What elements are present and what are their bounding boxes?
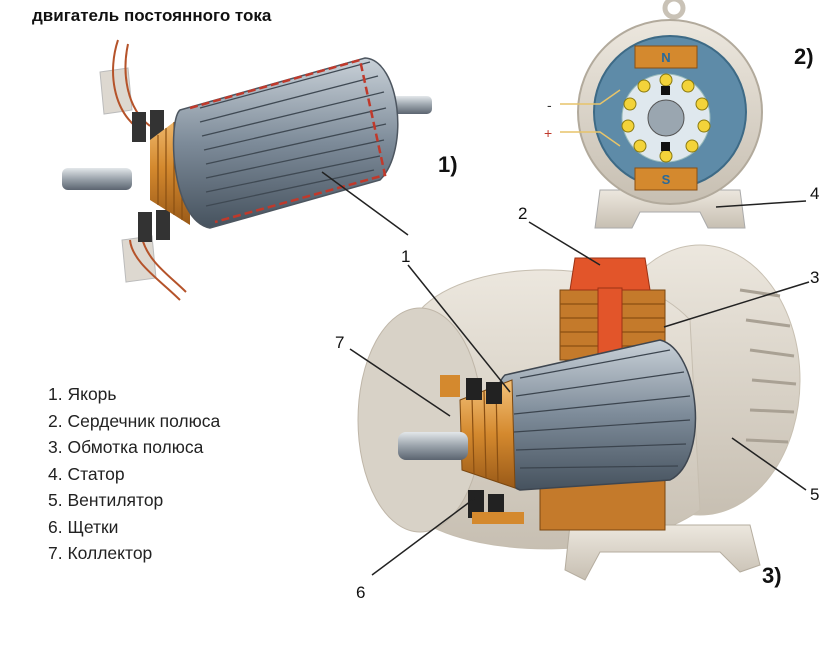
motor-shaft <box>398 432 468 460</box>
callout-7: 7 <box>335 333 345 352</box>
cross-section-figure: N S - + <box>544 0 763 229</box>
figure-label-2: 2) <box>794 44 814 69</box>
legend-item-commutator: 7. Коллектор <box>48 543 153 563</box>
motor-brushes-top <box>440 375 502 404</box>
lifting-eye <box>662 0 686 20</box>
legend-item-brushes: 6. Щетки <box>48 516 119 537</box>
terminal-plus: + <box>544 125 552 141</box>
leader-2 <box>528 221 601 266</box>
armature-slots <box>199 61 387 207</box>
brush-bottom <box>661 142 670 151</box>
leader-4 <box>715 200 807 208</box>
field-wiring <box>560 89 621 147</box>
legend-item-stator: 4. Статор <box>48 463 125 484</box>
fan-blades <box>739 288 797 444</box>
callout-5: 5 <box>810 485 820 504</box>
leader-1-armature-top <box>321 171 409 236</box>
rotor-shaft-section <box>647 99 685 137</box>
diagram-title: двигатель постоянного тока <box>32 6 272 25</box>
brush-top <box>661 86 670 95</box>
motor-armature-slots <box>513 349 691 469</box>
callout-3: 3 <box>810 268 820 287</box>
legend-item-armature: 1. Якорь <box>48 384 117 404</box>
callout-4: 4 <box>810 184 820 203</box>
armature-winding <box>189 58 387 224</box>
pole-north-coil <box>634 45 698 69</box>
callout-1: 1 <box>401 247 411 266</box>
terminal-minus: - <box>547 97 552 113</box>
leader-3 <box>663 281 810 328</box>
legend-item-pole-winding: 3. Обмотка полюса <box>48 437 204 457</box>
leader-1-armature-motor <box>407 264 511 393</box>
armature-shaft-left <box>62 168 132 190</box>
legend-item-pole-core: 2. Сердечник полюса <box>48 410 221 431</box>
armature-figure <box>62 39 432 301</box>
callout-2: 2 <box>518 204 528 223</box>
brush-holder-top <box>99 39 164 142</box>
callout-6: 6 <box>356 583 366 602</box>
brush-holder-bottom <box>121 210 187 301</box>
pole-south-label: S <box>662 172 671 187</box>
leader-5 <box>731 437 807 491</box>
leader-lines <box>321 171 810 576</box>
leader-6 <box>371 497 476 576</box>
pole-core-top <box>569 257 651 291</box>
pole-south-coil <box>634 167 698 191</box>
stator-foot <box>594 189 746 229</box>
parts-legend: 1. Якорь 2. Сердечник полюса 3. Обмотка … <box>48 381 220 567</box>
figure-label-1: 1) <box>438 152 458 177</box>
motor-foot <box>564 524 761 581</box>
legend-item-fan: 5. Вентилятор <box>48 490 164 510</box>
figure-label-3: 3) <box>762 563 782 588</box>
pole-north-label: N <box>661 50 670 65</box>
motor-brushes-bottom <box>468 490 524 524</box>
armature-shaft-right <box>390 96 432 114</box>
assembled-motor-figure <box>357 244 801 581</box>
leader-7 <box>349 348 451 417</box>
